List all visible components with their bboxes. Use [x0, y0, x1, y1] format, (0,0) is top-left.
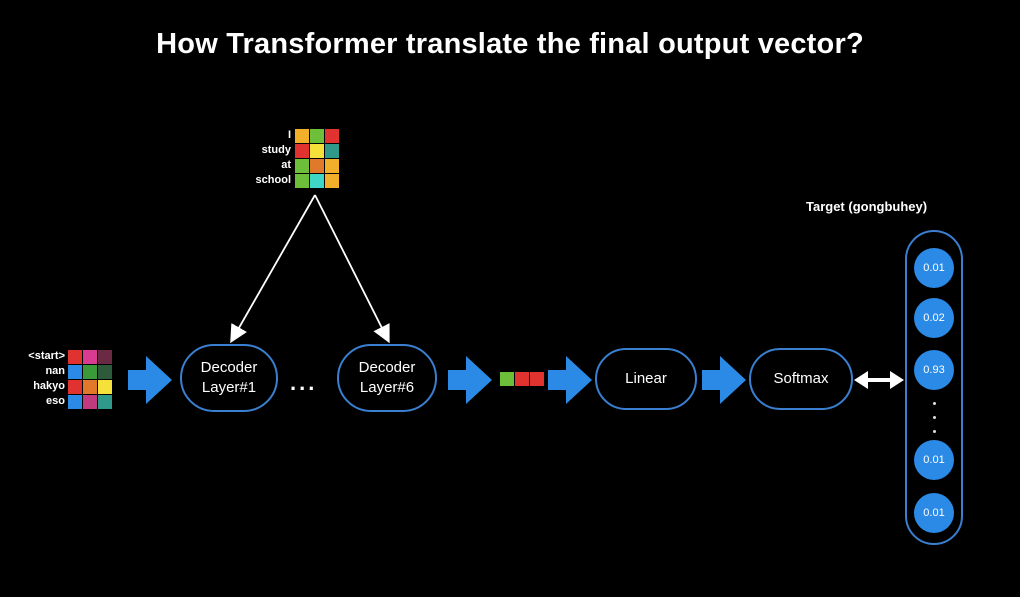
encoder-grid-row: [295, 174, 340, 188]
embedding-cell: [295, 174, 309, 188]
decoder-grid-row: [68, 395, 113, 409]
output-vector-cell: [500, 372, 514, 386]
decoder-layer-6-line1: Decoder: [358, 359, 416, 376]
decoder-grid-row: [68, 380, 113, 394]
embedding-cell: [98, 365, 112, 379]
embedding-cell: [325, 174, 339, 188]
flow-arrow-icon: [448, 356, 492, 404]
decoder-word: hakyo: [33, 380, 65, 392]
encoder-word: I: [287, 129, 291, 141]
encoder-grid-row: [295, 159, 340, 173]
embedding-cell: [83, 350, 97, 364]
encoder-to-decoder1-arrow: [230, 194, 316, 344]
embedding-cell: [310, 174, 324, 188]
embedding-cell: [295, 129, 309, 143]
embedding-cell: [68, 365, 82, 379]
embedding-cell: [83, 380, 97, 394]
flow-arrow-icon: [702, 356, 746, 404]
target-title: Target (gongbuhey): [806, 199, 928, 214]
embedding-cell: [310, 144, 324, 158]
encoder-word: study: [261, 144, 291, 156]
vertical-dot: [933, 416, 936, 419]
embedding-cell: [98, 350, 112, 364]
encoder-to-decoder6-arrow: [314, 194, 390, 344]
softmax-layer: Softmax: [749, 348, 853, 410]
compare-double-arrow-icon: [854, 371, 904, 389]
ellipsis: ...: [290, 370, 318, 395]
encoder-grid-row: [295, 144, 340, 158]
embedding-cell: [98, 380, 112, 394]
decoder-layer-1-line1: Decoder: [200, 359, 258, 376]
decoder-word: nan: [45, 365, 65, 377]
decoder-grid-row: [68, 365, 113, 379]
flow-arrow-icon: [548, 356, 592, 404]
decoder-word: eso: [46, 395, 65, 407]
embedding-cell: [68, 395, 82, 409]
embedding-cell: [98, 395, 112, 409]
embedding-cell: [83, 365, 97, 379]
probability-value: 0.02: [914, 298, 954, 338]
embedding-cell: [325, 129, 339, 143]
decoder-word: <start>: [28, 350, 65, 362]
slide-title: How Transformer translate the final outp…: [156, 28, 864, 60]
embedding-cell: [295, 144, 309, 158]
linear-layer: Linear: [595, 348, 697, 410]
encoder-grid-row: [295, 129, 340, 143]
vertical-dot: [933, 430, 936, 433]
output-vector-cell: [530, 372, 544, 386]
final-output-vector: [500, 372, 545, 386]
probability-value: 0.01: [914, 493, 954, 533]
encoder-word: at: [281, 159, 291, 171]
target-probability-column: 0.01 0.02 0.93 0.01 0.01: [905, 230, 963, 545]
encoder-word: school: [255, 174, 291, 186]
decoder-layer-6-line2: Layer#6: [359, 379, 415, 396]
decoder-layer-1-line2: Layer#1: [201, 379, 257, 396]
output-vector-cell: [515, 372, 529, 386]
embedding-cell: [83, 395, 97, 409]
probability-value: 0.01: [914, 248, 954, 288]
embedding-cell: [295, 159, 309, 173]
vertical-dot: [933, 402, 936, 405]
embedding-cell: [325, 144, 339, 158]
decoder-layer-1: Decoder Layer#1: [180, 344, 278, 412]
decoder-grid-row: [68, 350, 113, 364]
decoder-layer-6: Decoder Layer#6: [337, 344, 437, 412]
flow-arrow-icon: [128, 356, 172, 404]
embedding-cell: [325, 159, 339, 173]
embedding-cell: [310, 129, 324, 143]
embedding-cell: [68, 380, 82, 394]
embedding-cell: [68, 350, 82, 364]
probability-value: 0.01: [914, 440, 954, 480]
embedding-cell: [310, 159, 324, 173]
probability-value: 0.93: [914, 350, 954, 390]
